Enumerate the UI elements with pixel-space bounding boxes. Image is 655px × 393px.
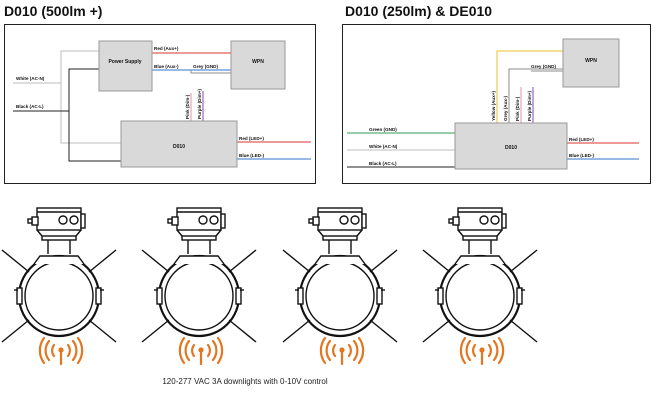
- label-red-led: Red (LED+): [239, 136, 264, 141]
- label-red-led-right: Red (LED+): [569, 137, 594, 142]
- wiring-diagram-right-svg: WPN D010 Grey (GND) Yellow (Aux+) Grey (…: [347, 38, 639, 170]
- label-white-ac-n: White (AC-N): [16, 76, 45, 81]
- power-supply-label: Power Supply: [108, 59, 141, 65]
- caption: 120-277 VAC 3A downlights with 0-10V con…: [162, 377, 328, 386]
- wireless-signal-icon: [178, 336, 224, 366]
- fixtures-row: [0, 206, 539, 366]
- wire-white-ac-n-2: [60, 83, 121, 144]
- wpn-box-right: [562, 38, 620, 88]
- label-pink-dim: Pink (Dim-): [185, 94, 190, 119]
- label-grey-aux: Grey (Aux-): [503, 96, 508, 121]
- wire-grey-gnd: [190, 70, 231, 74]
- wpn-label-right: WPN: [585, 58, 597, 64]
- wiring-diagram-right: WPN D010 Grey (GND) Yellow (Aux+) Grey (…: [342, 24, 651, 184]
- driver-label-left: D010: [173, 144, 185, 150]
- label-grey-gnd: Grey (GND): [193, 64, 218, 69]
- label-purple-dim: Purple (Dim+): [197, 89, 202, 119]
- label-blue-led: Blue (LED-): [239, 153, 264, 158]
- label-blue-led-right: Blue (LED-): [569, 153, 594, 158]
- diagram-title-right: D010 (250lm) & DE010: [345, 3, 493, 19]
- wires-right: [347, 50, 639, 168]
- wpn-box-left: [230, 40, 286, 90]
- wireless-signal-icon: [459, 336, 505, 366]
- wireless-signal-icon: [38, 336, 84, 366]
- wire-grey-aux: [508, 68, 563, 123]
- label-green-gnd: Green (GND): [369, 127, 397, 132]
- label-black-ac-l: Black (AC-L): [16, 104, 44, 109]
- downlight-icon: [281, 206, 399, 344]
- driver-box-right: [454, 122, 568, 170]
- power-supply-box: [98, 40, 153, 92]
- label-grey-gnd-right: Grey (GND): [531, 64, 556, 69]
- wire-black-ac-l: [13, 68, 99, 112]
- wires-left: [13, 50, 311, 162]
- label-white-ac-n-right: White (AC-N): [369, 144, 398, 149]
- wire-black-ac-l-2: [68, 111, 121, 162]
- label-purple-dim-right: Purple (Dim+): [527, 91, 532, 121]
- downlight-icon: [140, 206, 258, 344]
- label-yellow-aux: Yellow (Aux+): [491, 91, 496, 121]
- wiring-diagram-left: Power Supply WPN D010 Red (Aux+) Blue (A…: [4, 24, 316, 184]
- wiring-diagram-left-svg: Power Supply WPN D010 Red (Aux+) Blue (A…: [13, 40, 311, 168]
- wire-white-ac-n: [13, 50, 99, 84]
- label-black-ac-l-right: Black (AC-L): [369, 161, 397, 166]
- label-red-aux: Red (Aux+): [154, 46, 179, 51]
- downlight-icon: [421, 206, 539, 344]
- label-pink-dim-right: Pink (Dim-): [515, 96, 520, 121]
- driver-label-right: D010: [505, 145, 517, 151]
- diagram-title-left: D010 (500lm +): [4, 3, 103, 19]
- label-blue-aux: Blue (Aux-): [154, 64, 179, 69]
- wpn-label-left: WPN: [252, 59, 264, 65]
- downlight-icon: [0, 206, 118, 344]
- wireless-signal-icon: [319, 336, 365, 366]
- wire-yellow-aux: [496, 50, 563, 123]
- driver-box-left: [120, 120, 238, 168]
